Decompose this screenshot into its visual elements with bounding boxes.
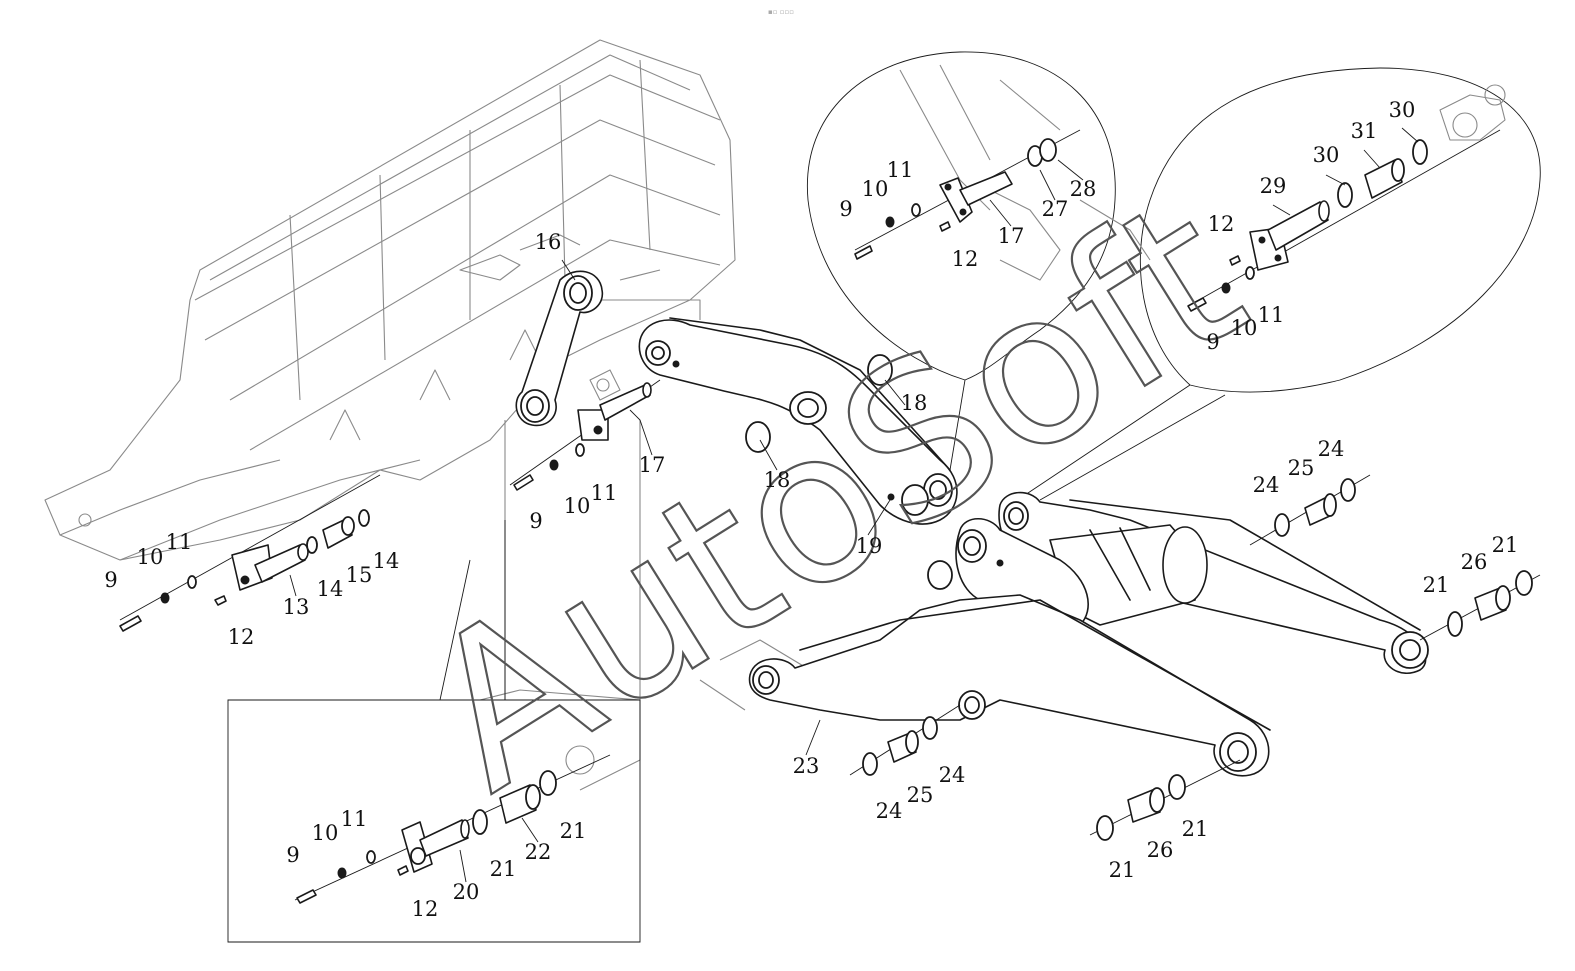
part-callout-c-14-a: 14 xyxy=(317,577,344,601)
part-callout-c-10-b: 10 xyxy=(564,494,591,518)
part-callout-c-11-e: 11 xyxy=(341,807,368,831)
part-callout-c-21-a: 21 xyxy=(1423,573,1450,597)
detail-callout-box-bottom xyxy=(227,520,641,943)
part-callout-c-10-d: 10 xyxy=(1231,316,1258,340)
part-callout-c-28: 28 xyxy=(1070,177,1097,201)
part-callout-c-20: 20 xyxy=(453,880,480,904)
part-callout-c-18-b: 18 xyxy=(901,391,928,415)
part-callout-c-26-b: 26 xyxy=(1147,838,1174,862)
part-callout-c-11-c: 11 xyxy=(887,158,914,182)
part-callout-c-12-b: 12 xyxy=(952,247,979,271)
part-callout-c-15: 15 xyxy=(346,563,373,587)
pin-assembly-left xyxy=(119,474,381,632)
watermark-text: AutoSoft xyxy=(387,152,1282,838)
part-callout-c-16: 16 xyxy=(535,230,562,254)
link-rod-16 xyxy=(515,270,604,427)
bushing-set-upper-right xyxy=(1249,474,1371,546)
part-callout-c-26-a: 26 xyxy=(1461,550,1488,574)
autosoft-watermark: AutoSoft xyxy=(386,151,1283,839)
pin-assembly-right-detail xyxy=(1187,129,1501,312)
balloon-right-ghost xyxy=(1439,84,1506,141)
pin-assembly-top-detail xyxy=(854,129,1081,260)
part-callout-c-30-b: 30 xyxy=(1389,98,1416,122)
scan-mark: ▪▫ ▫▫▫ xyxy=(768,8,794,16)
part-callout-c-24-d: 24 xyxy=(939,763,966,787)
part-callout-c-21-c: 21 xyxy=(1109,858,1136,882)
part-callout-c-17-a: 17 xyxy=(639,453,666,477)
part-callout-c-9-e: 9 xyxy=(286,843,299,867)
part-callout-c-12-c: 12 xyxy=(1208,212,1235,236)
part-callout-c-21-d: 21 xyxy=(1182,817,1209,841)
rocker-arm-19 xyxy=(638,317,958,525)
bushing-set-bottom-center xyxy=(849,704,961,776)
part-callout-c-10-c: 10 xyxy=(862,177,889,201)
part-callout-c-27: 27 xyxy=(1042,197,1069,221)
part-callout-c-11-b: 11 xyxy=(591,481,618,505)
part-callout-c-25-b: 25 xyxy=(907,783,934,807)
part-callout-c-14-b: 14 xyxy=(373,549,400,573)
part-callout-c-24-c: 24 xyxy=(876,799,903,823)
bucket-outline xyxy=(44,39,736,561)
leader-lines xyxy=(289,127,1419,883)
part-callout-c-21-f: 21 xyxy=(560,819,587,843)
part-callout-c-9-a: 9 xyxy=(104,568,117,592)
part-callout-c-31: 31 xyxy=(1351,119,1378,143)
part-callout-c-30-a: 30 xyxy=(1313,143,1340,167)
part-callout-c-10-a: 10 xyxy=(137,545,164,569)
part-callout-c-21-e: 21 xyxy=(490,857,517,881)
part-callout-c-12-a: 12 xyxy=(228,625,255,649)
bushing-set-bottom-right xyxy=(1089,759,1241,841)
pin-assembly-middle xyxy=(509,379,661,491)
part-callout-c-17-b: 17 xyxy=(998,224,1025,248)
part-callout-c-25-a: 25 xyxy=(1288,456,1315,480)
callout-labels: 9101112131415141691011171818199101112172… xyxy=(104,98,1518,921)
detail-callout-balloon-right xyxy=(1024,67,1541,501)
boom-23 xyxy=(748,491,1429,777)
part-callout-c-11-a: 11 xyxy=(166,530,193,554)
part-callout-c-24-a: 24 xyxy=(1253,473,1280,497)
part-callout-c-29: 29 xyxy=(1260,174,1287,198)
part-callout-c-12-d: 12 xyxy=(412,897,439,921)
part-callout-c-11-d: 11 xyxy=(1258,303,1285,327)
pin-assembly-bottom-detail xyxy=(294,754,611,904)
part-callout-c-9-c: 9 xyxy=(839,197,852,221)
bushing-set-far-right xyxy=(1419,570,1541,641)
part-callout-c-23: 23 xyxy=(793,754,820,778)
part-callout-c-22: 22 xyxy=(525,840,552,864)
part-callout-c-10-e: 10 xyxy=(312,821,339,845)
part-callout-c-19: 19 xyxy=(856,534,883,558)
part-callout-c-9-d: 9 xyxy=(1206,330,1219,354)
part-callout-c-13: 13 xyxy=(283,595,310,619)
part-callout-c-21-b: 21 xyxy=(1492,533,1519,557)
part-callout-c-18-a: 18 xyxy=(764,468,791,492)
detail-callout-balloon-top xyxy=(806,51,1116,471)
part-callout-c-24-b: 24 xyxy=(1318,437,1345,461)
part-callout-c-9-b: 9 xyxy=(529,509,542,533)
